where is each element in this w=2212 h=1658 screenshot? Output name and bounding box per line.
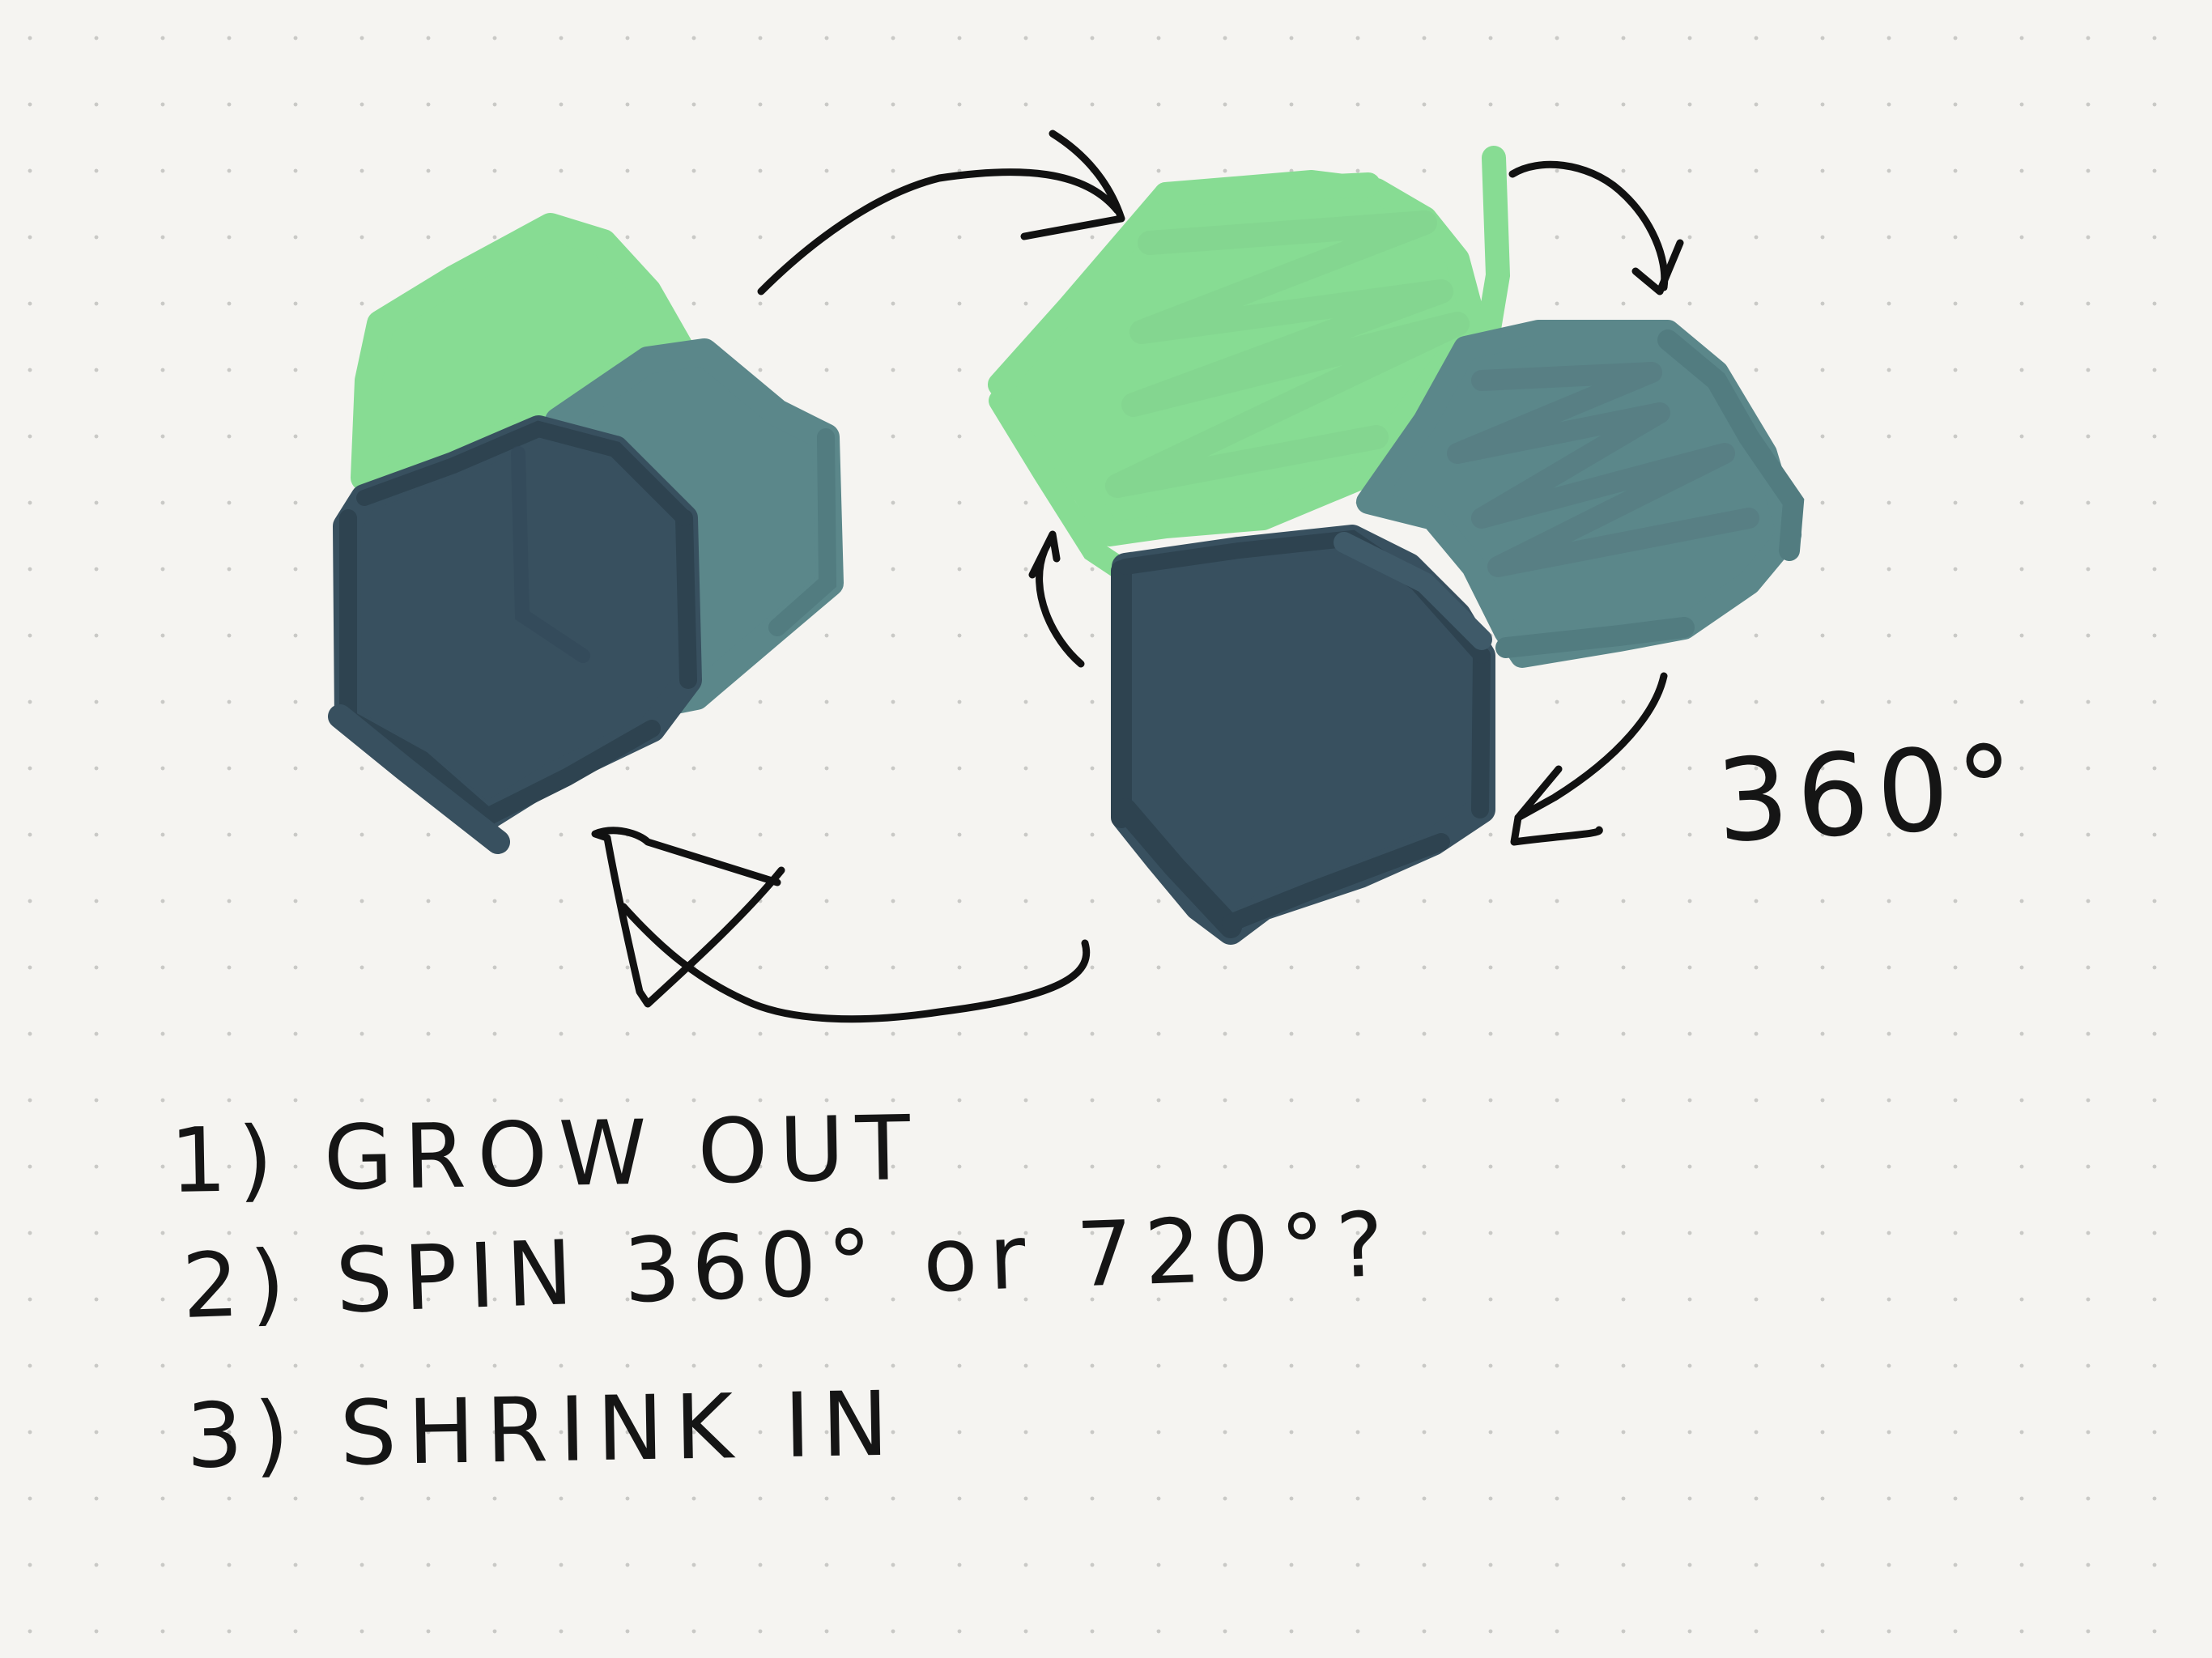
grow-arrowhead <box>1020 130 1125 240</box>
left-cube <box>328 213 844 854</box>
teal-face-arrow <box>1508 160 1669 291</box>
shrink-arrowhead <box>591 827 785 1008</box>
step-1: 1) GROW OUT <box>168 1095 923 1213</box>
rotation-label: 360° <box>1712 721 2026 869</box>
shrink-arrow <box>619 903 1091 1023</box>
arrows <box>591 130 1684 1023</box>
right-cube <box>988 146 1805 945</box>
spin-arrow <box>1514 672 1668 822</box>
small-rotate-arrow <box>1028 530 1085 668</box>
grow-arrow <box>757 168 1121 295</box>
step-3: 3) SHRINK IN <box>185 1371 901 1488</box>
